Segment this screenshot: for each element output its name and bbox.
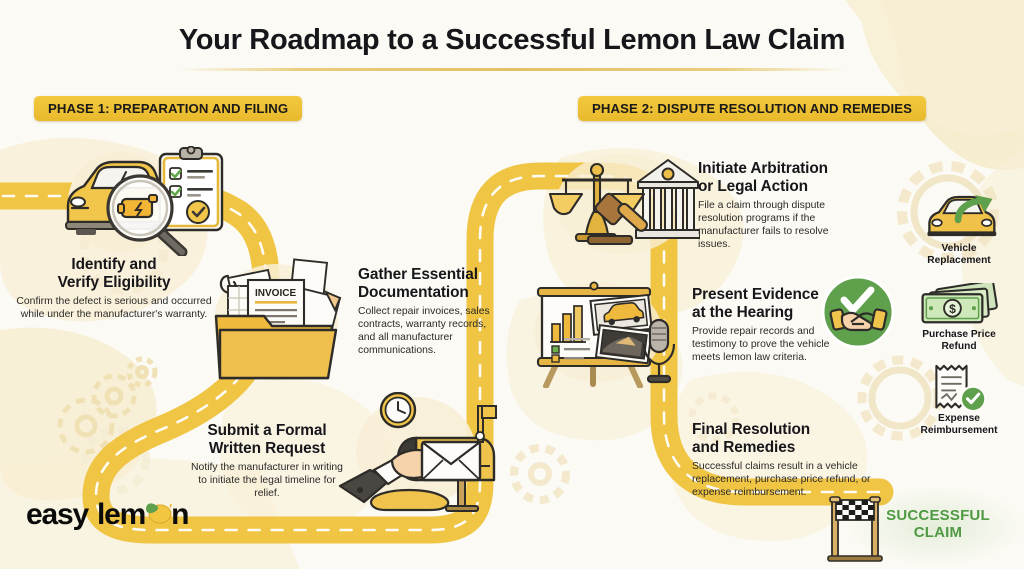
- hand-mailing-letter-mailbox-clock-icon: [338, 392, 497, 512]
- finish-line-1: SUCCESSFUL: [886, 507, 990, 524]
- checkered-flag-gate-icon: [827, 496, 883, 562]
- step-title-line-1: Present Evidence: [692, 286, 819, 303]
- remedy-label-line-1: Purchase Price: [922, 329, 996, 340]
- step-present-evidence-at-hearing: Present Evidence at the Hearing Provide …: [692, 286, 832, 364]
- remedy-expense-reimbursement: Expense Reimbursement: [905, 364, 1013, 437]
- page-title: Your Roadmap to a Successful Lemon Law C…: [178, 24, 846, 56]
- step-title-line-1: Gather Essential: [358, 266, 478, 283]
- step-title-line-2: Verify Eligibility: [57, 273, 171, 291]
- step-title-line-2: Documentation: [358, 283, 469, 301]
- step-title-line-1: Submit a Formal: [207, 422, 327, 439]
- cash-banknotes-icon: $: [905, 282, 1013, 326]
- step-gather-essential-documentation: Gather Essential Documentation Collect r…: [358, 266, 490, 357]
- finish-line-2: CLAIM: [913, 523, 963, 541]
- step-initiate-arbitration-legal-action: Initiate Arbitration or Legal Action Fil…: [698, 160, 850, 251]
- svg-text:INVOICE: INVOICE: [255, 288, 296, 299]
- receipt-with-check-icon: [905, 364, 1013, 412]
- remedy-vehicle-replacement: Vehicle Replacement: [905, 195, 1013, 267]
- step-title-line-2: and Remedies: [692, 438, 796, 456]
- svg-text:$: $: [949, 301, 956, 315]
- remedy-purchase-price-refund: $ Purchase Price Refund: [905, 282, 1013, 353]
- presentation-board-microphone-icon: [534, 281, 676, 388]
- remedy-label-line-1: Vehicle: [941, 243, 977, 254]
- step-body: Successful claims result in a vehicle re…: [692, 460, 871, 498]
- remedy-label-line-2: Refund: [941, 341, 977, 353]
- logo-word-easy: easy: [26, 498, 89, 531]
- step-body: File a claim through dispute resolution …: [698, 199, 829, 251]
- scales-gavel-courthouse-icon: [548, 154, 700, 254]
- remedy-label-line-2: Reimbursement: [920, 425, 998, 437]
- step-title-line-1: Initiate Arbitration: [698, 160, 828, 177]
- successful-claim-label: SUCCESSFUL CLAIM: [876, 507, 1000, 541]
- car-with-up-arrow-icon: [905, 195, 1013, 240]
- step-title-line-2: Written Request: [208, 439, 326, 457]
- phase-2-badge: PHASE 2: DISPUTE RESOLUTION AND REMEDIES: [578, 96, 927, 121]
- step-title-line-2: at the Hearing: [692, 303, 794, 321]
- step-title-line-2: or Legal Action: [698, 177, 808, 195]
- remedy-label-line-1: Expense: [938, 413, 980, 424]
- logo-word-n: n: [171, 498, 189, 531]
- step-body: Notify the manufacturer in writing to in…: [191, 461, 343, 499]
- car-with-magnifier-and-checklist-icon: [65, 146, 224, 256]
- step-body: Collect repair invoices, sales contracts…: [358, 305, 490, 357]
- step-title-line-1: Final Resolution: [692, 421, 811, 438]
- step-body: Provide repair records and testimony to …: [692, 325, 830, 363]
- step-body: Confirm the defect is serious and occurr…: [16, 295, 212, 320]
- title-divider: [180, 68, 844, 71]
- handshake-check-badge-icon: [821, 275, 895, 349]
- step-submit-formal-written-request: Submit a Formal Written Request Notify t…: [186, 422, 348, 500]
- step-title-line-1: Identify and: [71, 256, 157, 273]
- phase-1-badge: PHASE 1: PREPARATION AND FILING: [34, 96, 303, 121]
- brand-logo: easy lem n: [26, 498, 189, 532]
- folder-with-invoice-documents-icon: INVOICE: [214, 258, 342, 380]
- step-identify-verify-eligibility: Identify and Verify Eligibility Confirm …: [14, 256, 214, 321]
- remedy-label-line-2: Replacement: [927, 255, 991, 267]
- logo-word-lem: lem: [96, 498, 146, 531]
- step-final-resolution-and-remedies: Final Resolution and Remedies Successful…: [692, 421, 882, 499]
